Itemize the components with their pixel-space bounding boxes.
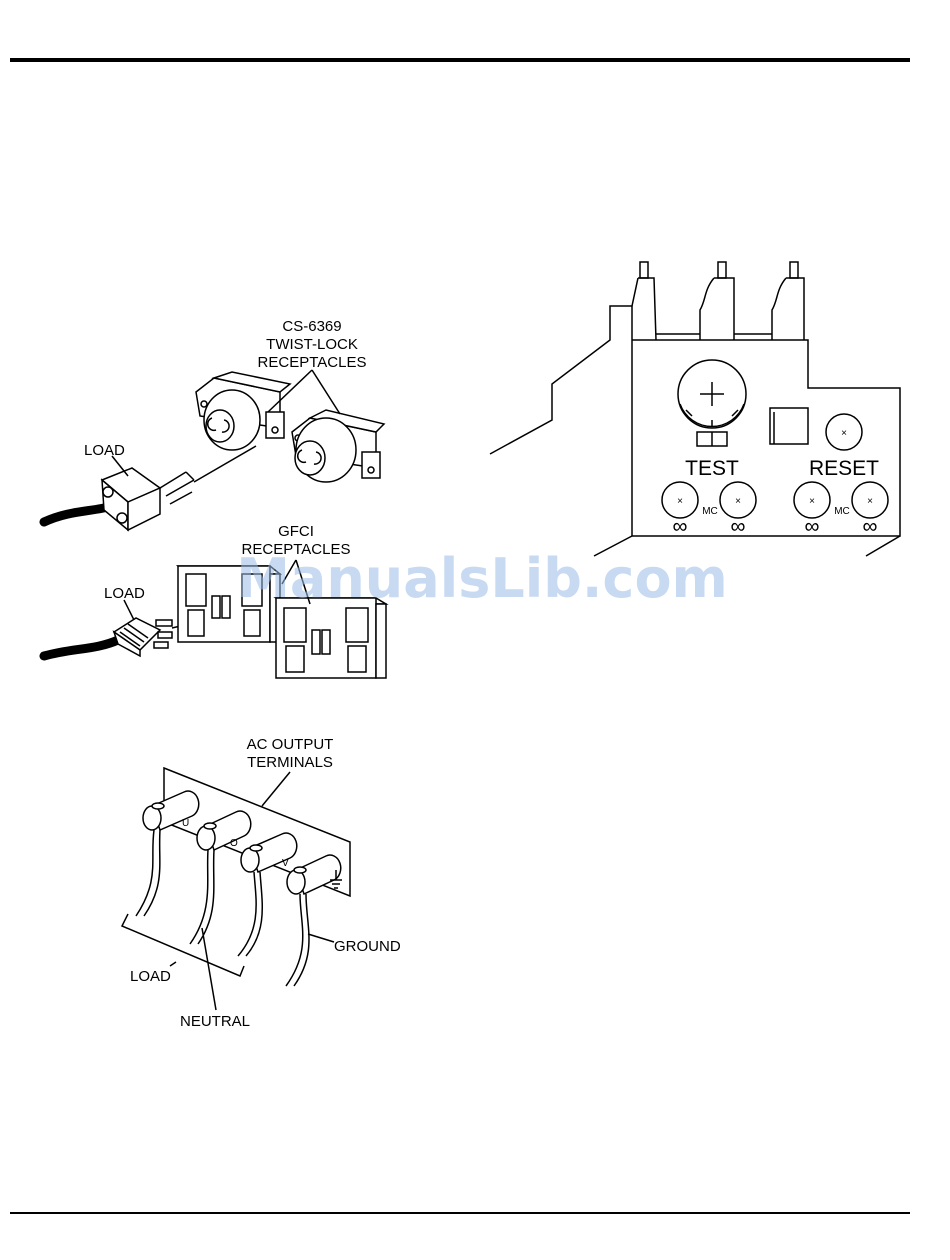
svg-text:×: ×: [867, 496, 873, 507]
breaker-lugs: [632, 262, 804, 340]
breaker-test-button[interactable]: [770, 408, 808, 444]
breaker-reset-label: RESET: [809, 457, 879, 480]
twistlock-label-receptacles: RECEPTACLES: [258, 354, 367, 371]
gfci-load-leader: [124, 600, 134, 620]
terminals-diagram: AC OUTPUT TERMINALS U O V LOAD NEUTRAL G…: [122, 736, 401, 1030]
terminal-wire-4b: [294, 894, 309, 986]
breaker-dial-icon: [678, 360, 746, 446]
load-leader: [170, 962, 176, 966]
terminal-wire-4: [286, 894, 303, 986]
terminal-wire-3b: [246, 872, 262, 956]
breaker-inf-4: ∞: [863, 515, 878, 538]
terminal-mark-u: U: [182, 818, 189, 829]
gfci-plug: [114, 618, 172, 656]
twistlock-load-label: LOAD: [84, 442, 125, 459]
breaker-mc-label-2: MC: [834, 506, 850, 517]
terminal-wire-3: [238, 872, 256, 956]
twistlock-label-type: TWIST-LOCK: [266, 336, 358, 353]
terminal-mark-o: O: [230, 838, 238, 849]
gfci-receptacle-2: [276, 598, 386, 678]
watermark: ManualsLib.com: [236, 547, 728, 610]
breaker-inf-3: ∞: [805, 515, 820, 538]
terminals-load-label: LOAD: [130, 968, 171, 985]
twistlock-load-cord: [44, 506, 112, 522]
breaker-reset-knob[interactable]: ×: [826, 414, 862, 450]
terminal-wire-2b: [198, 850, 214, 944]
gfci-label-gfci: GFCI: [278, 523, 314, 540]
twistlock-receptacle-1: [196, 372, 290, 450]
svg-text:×: ×: [677, 496, 683, 507]
neutral-leader: [202, 928, 216, 1010]
breaker-screw-2: ×: [720, 482, 756, 518]
breaker-base-right: [866, 536, 900, 556]
breaker-screw-3: ×: [794, 482, 830, 518]
terminal-mark-v: V: [282, 858, 289, 869]
svg-text:×: ×: [809, 496, 815, 507]
breaker-inf-1: ∞: [673, 515, 688, 538]
breaker-inf-2: ∞: [731, 515, 746, 538]
twistlock-label-model: CS-6369: [282, 318, 341, 335]
svg-text:×: ×: [735, 496, 741, 507]
terminals-ground-label: GROUND: [334, 938, 401, 955]
twistlock-plug: [102, 468, 194, 530]
reset-knob-x: ×: [841, 428, 847, 439]
breaker-diagram: × TEST RESET × × × × MC MC ∞ ∞ ∞ ∞: [490, 262, 900, 556]
terminals-label-line1: AC OUTPUT: [247, 736, 334, 753]
gfci-load-cord: [44, 640, 118, 656]
terminals-neutral-label: NEUTRAL: [180, 1013, 250, 1030]
twistlock-diagram: CS-6369 TWIST-LOCK RECEPTACLES LOAD: [44, 318, 384, 530]
terminals-leader: [262, 772, 290, 806]
twistlock-leader-2: [312, 370, 340, 414]
load-bracket: [122, 914, 244, 976]
breaker-mc-label-1: MC: [702, 506, 718, 517]
gfci-load-label: LOAD: [104, 585, 145, 602]
terminals-label-line2: TERMINALS: [247, 754, 333, 771]
ground-leader: [308, 934, 334, 942]
twistlock-receptacle-2: [292, 410, 384, 482]
breaker-left-body: [490, 306, 632, 454]
breaker-screw-1: ×: [662, 482, 698, 518]
breaker-test-label: TEST: [685, 457, 739, 480]
twistlock-plug-leader: [194, 446, 256, 482]
breaker-screw-4: ×: [852, 482, 888, 518]
